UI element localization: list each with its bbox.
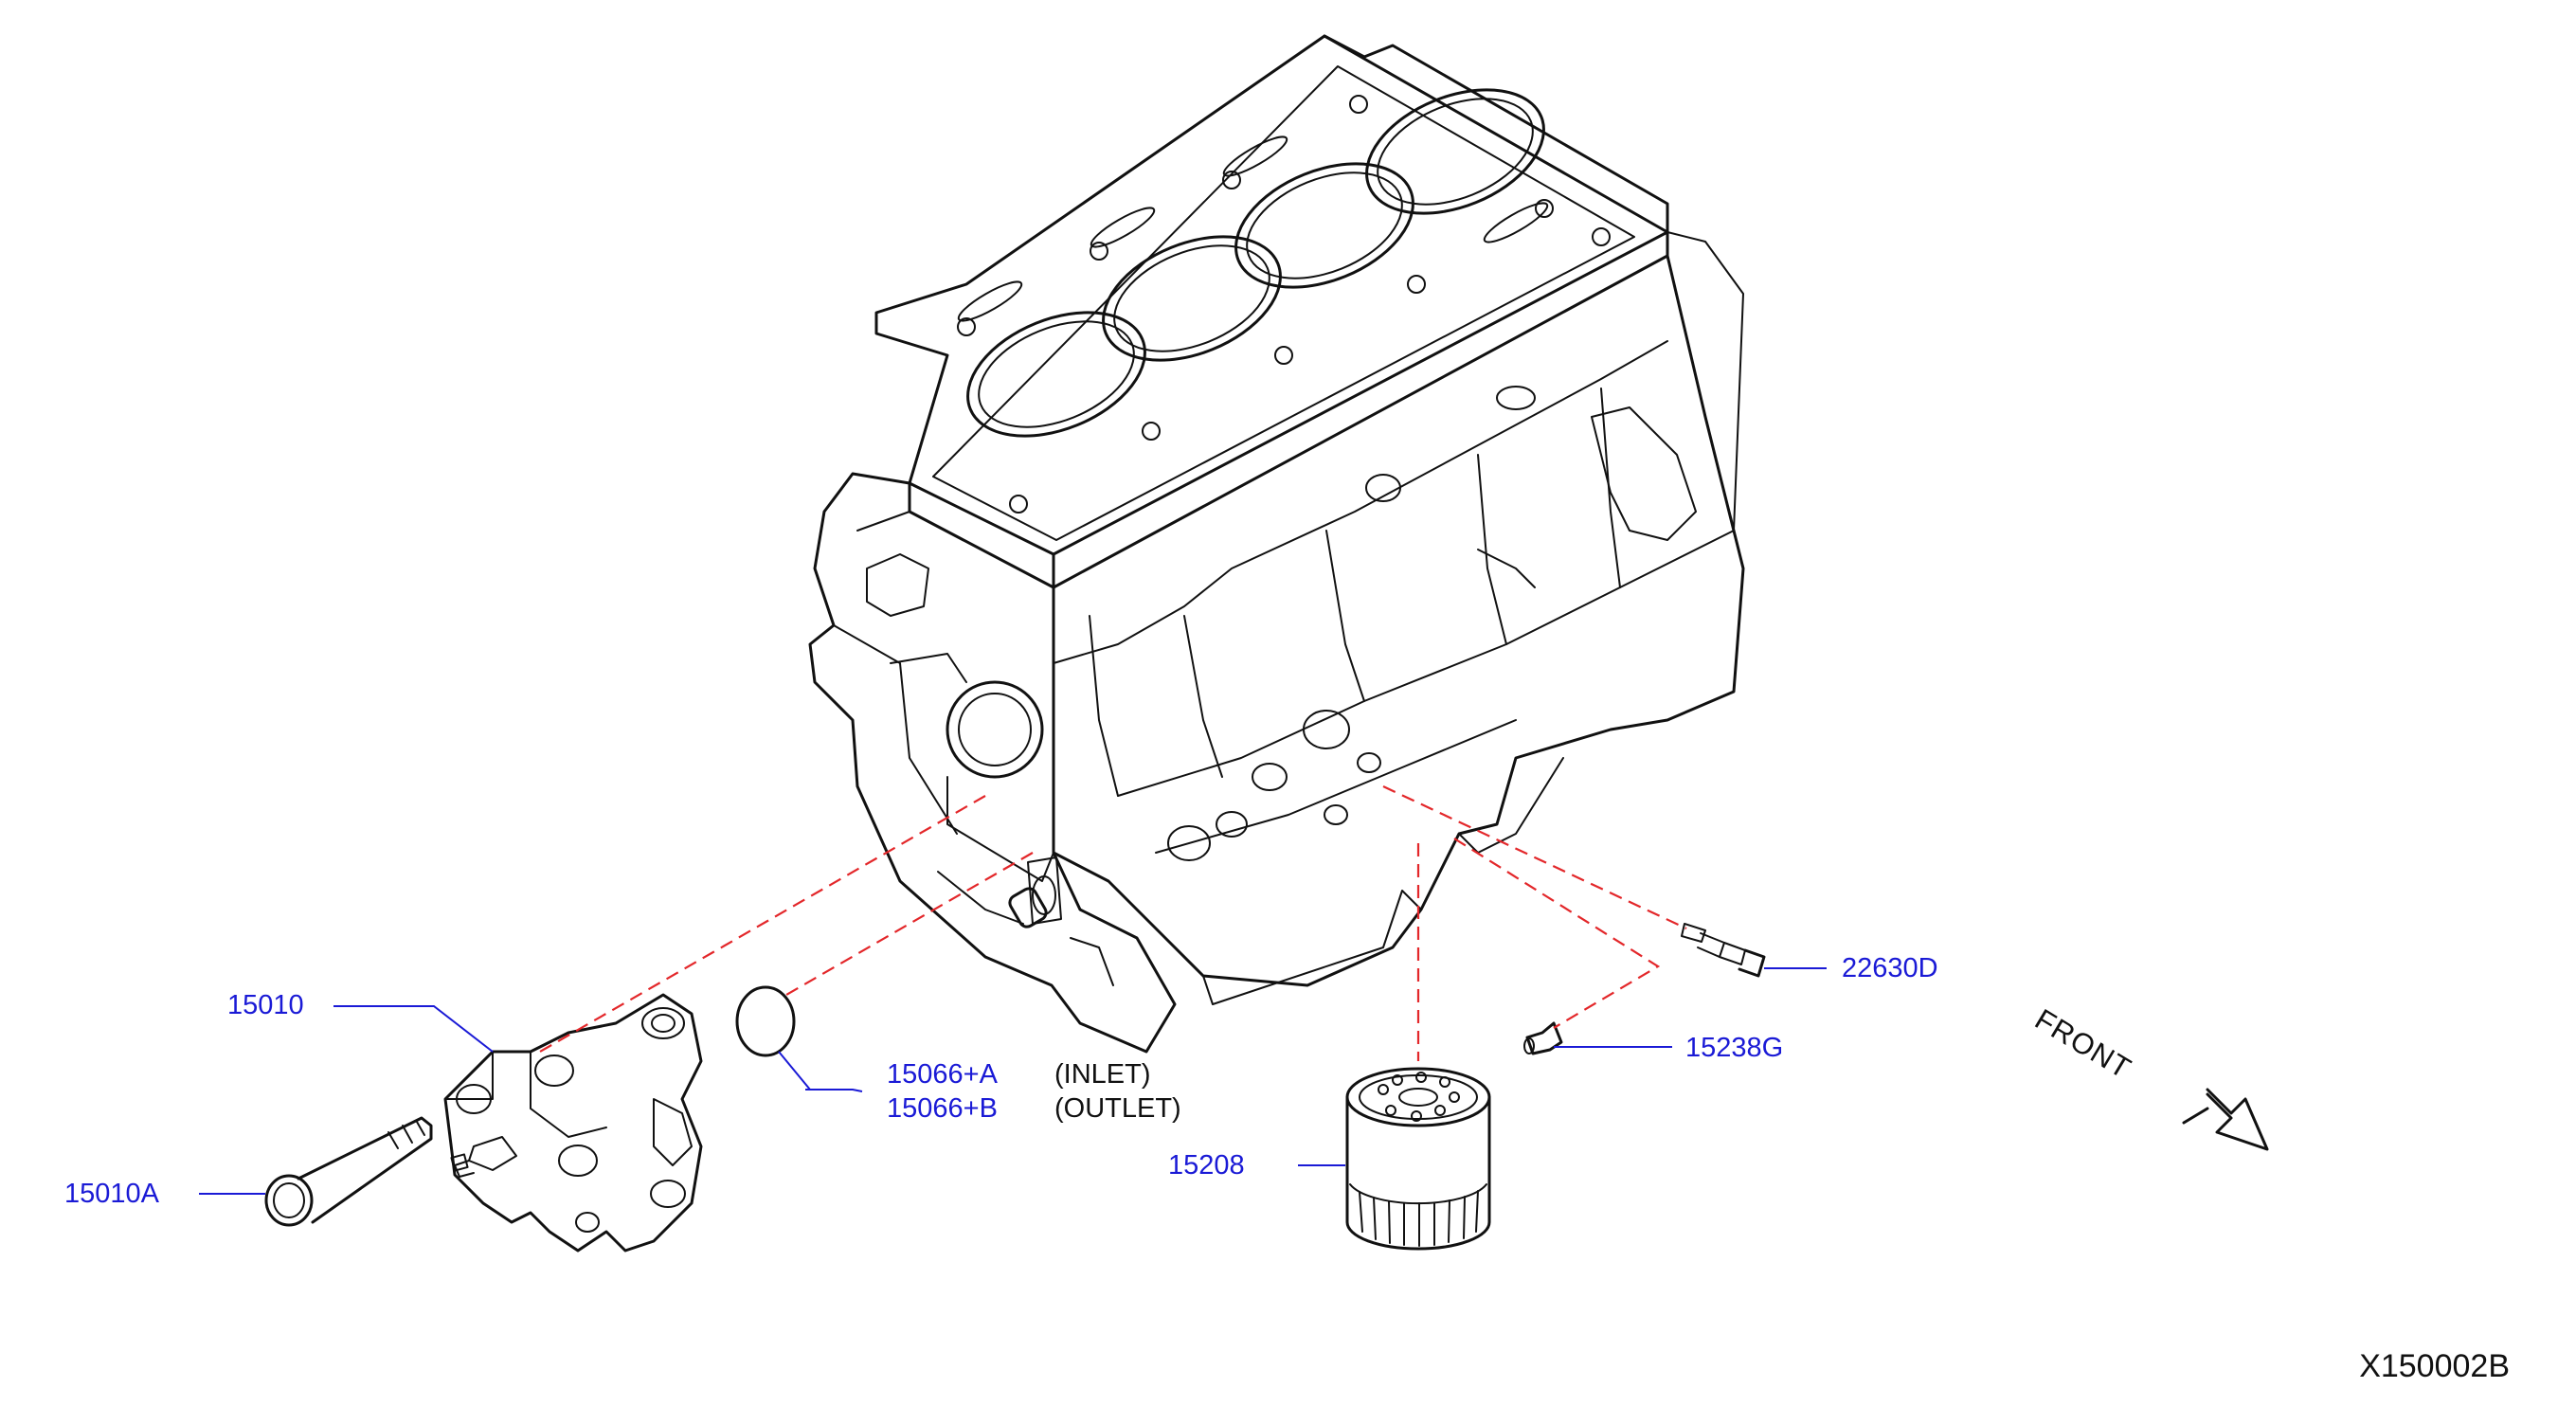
bolt-15010A[interactable]	[264, 1116, 433, 1227]
oil-filter-15208[interactable]	[1345, 1067, 1491, 1251]
label-15010[interactable]: 15010	[227, 990, 304, 1020]
front-arrow-icon	[2206, 1088, 2269, 1151]
o-ring-15066[interactable]	[735, 985, 796, 1057]
dashed-leaders	[539, 785, 1687, 1061]
callout-leaders	[199, 967, 1827, 1195]
label-15010A[interactable]: 15010A	[64, 1179, 159, 1209]
label-15238G[interactable]: 15238G	[1685, 1033, 1784, 1063]
label-outlet: (OUTLET)	[1054, 1093, 1181, 1124]
label-22630D[interactable]: 22630D	[1842, 953, 1938, 983]
diagram-id: X150002B	[2359, 1348, 2510, 1384]
label-15066B[interactable]: 15066+B	[887, 1093, 998, 1124]
oil-pump-15010[interactable]	[443, 993, 703, 1253]
cylinder-bores	[966, 88, 1545, 438]
label-inlet: (INLET)	[1054, 1059, 1151, 1090]
engine-block	[808, 34, 1745, 1054]
label-15066A[interactable]: 15066+A	[887, 1059, 998, 1090]
plug-15238G[interactable]	[1523, 1021, 1563, 1055]
sensor-22630D[interactable]	[1681, 923, 1766, 978]
deck-bolt-holes	[957, 95, 1611, 514]
label-15208[interactable]: 15208	[1168, 1150, 1245, 1181]
